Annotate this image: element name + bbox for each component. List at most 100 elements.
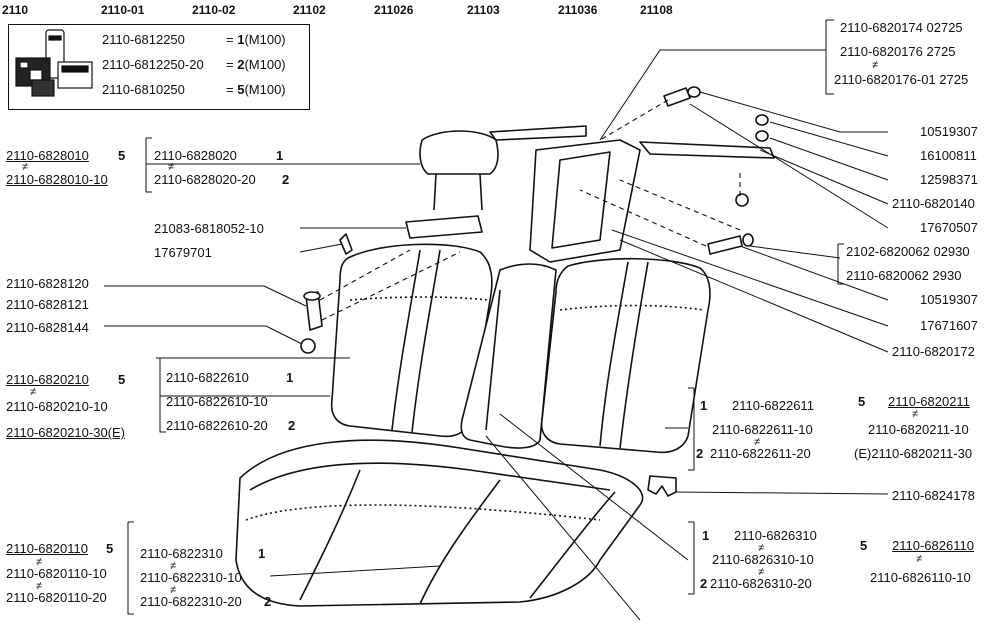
unit: (M100) [244,82,286,97]
seat-cushion [235,439,644,607]
part-label: 2110-6822310-20 [140,594,242,609]
model-label: 21103 [467,3,500,17]
not-equal-mark: ≠ [36,556,43,568]
part-label: 2110-6828010 [6,148,89,163]
part-label: 2110-6828144 [6,320,89,335]
not-equal-mark: ≠ [22,161,29,173]
quantity: 2 [237,57,245,72]
part-label: 2110-6820210 [6,372,89,387]
part-label: 2110-6820176 2725 [840,44,956,59]
quantity: 1 [258,546,266,561]
model-label: 2110 [2,3,29,17]
quantity: 2 [282,172,290,187]
model-label: 211026 [374,3,414,17]
quantity: 5 [858,394,866,409]
part-label: 2110-6828010-10 [6,172,108,187]
unit: (M100) [244,32,286,47]
backrest-right [540,257,711,454]
part-label: 2110-6822610 [166,370,249,385]
model-label: 211036 [558,3,598,17]
part-label: 12598371 [920,172,978,187]
part-label: 17679701 [154,245,212,260]
part-label: 2110-6820110-20 [6,590,107,605]
latch-part [647,475,677,497]
not-equal-mark: ≠ [912,408,919,420]
part-label: 21083-6818052-10 [154,221,264,236]
part-label: 2110-6826110 [892,538,974,553]
part-number: 2110-6812250-20 [102,57,204,72]
quantity: 2 [288,418,296,433]
part-label: 2110-6820110-10 [6,566,107,581]
backrest-middle [460,263,557,449]
quantity: 5 [118,148,126,163]
part-label: 2110-6820210-30(E) [6,425,126,440]
not-equal-mark: ≠ [754,436,761,448]
kit-row: 2110-6810250 [102,82,185,97]
not-equal-mark: ≠ [170,584,177,596]
part-label: 2110-6822611-10 [712,422,813,437]
quantity: 5 [106,541,114,556]
part-label: 2110-6820176-01 2725 [834,72,969,87]
part-label: 2110-6826310-20 [710,576,812,591]
quantity: 5 [237,82,245,97]
model-label: 21102 [293,3,326,17]
model-label: 2110-01 [101,3,145,17]
part-label: 2110-6820140 [892,196,975,211]
quantity: 1 [286,370,294,385]
backrest-left [330,243,493,438]
equals-sign: = [226,82,234,97]
part-label: 2110-6822610-10 [166,394,268,409]
not-equal-mark: ≠ [916,553,923,565]
kit-box [8,24,310,110]
kit-row-eq: = 1(M100) [226,32,286,47]
part-label: 2110-6824178 [892,488,975,503]
part-label: 2110-6820211-10 [868,422,969,437]
quantity: 5 [118,372,126,387]
part-label: 2110-6820062 2930 [846,268,962,283]
guide-sleeve [300,291,323,354]
kit-row: 2110-6812250 [102,32,185,47]
part-label: 2110-6828120 [6,276,89,291]
part-label: 2110-6822310 [140,546,223,561]
kit-row: 2110-6812250-20 [102,57,204,72]
quantity: 5 [860,538,868,553]
model-label: 2110-02 [192,3,236,17]
part-label: 2110-6822611-20 [710,446,811,461]
part-label: 17671607 [920,318,978,333]
part-label: 2110-6820210-10 [6,399,108,414]
part-label: 2110-6822310-10 [140,570,242,585]
kit-row-eq: = 5(M100) [226,82,286,97]
part-label: 2110-6820211 [888,394,970,409]
part-label: 10519307 [920,292,978,307]
part-number: 2110-6812250 [102,32,185,47]
not-equal-mark: ≠ [758,566,765,578]
part-label: 2110-6820110 [6,541,88,556]
part-label: 2110-6820172 [892,344,975,359]
part-number: 2110-6810250 [102,82,185,97]
quantity: 1 [276,148,284,163]
part-label: 2110-6820174 02725 [840,20,963,35]
part-label: 2102-6820062 02930 [846,244,970,259]
part-label: 10519307 [920,124,978,139]
part-label: 2110-6828121 [6,297,89,312]
backrest-frame [489,125,775,263]
not-equal-mark: ≠ [872,59,879,71]
quantity: 1 [700,398,708,413]
part-label: 2110-6822610-20 [166,418,268,433]
part-label: 2110-6828020-20 [154,172,256,187]
part-label: 2110-6826310-10 [712,552,814,567]
part-label: 2110-6826310 [734,528,817,543]
equals-sign: = [226,57,234,72]
quantity: 2 [264,594,272,609]
headrest [405,130,499,239]
not-equal-mark: ≠ [170,560,177,572]
part-label: 2110-6822611 [732,398,814,413]
assembly-lines [319,99,741,321]
quantity: 1 [702,528,710,543]
unit: (M100) [244,57,286,72]
part-label: 17670507 [920,220,978,235]
bolts [663,86,769,255]
part-label: 2110-6826110-10 [870,570,971,585]
model-label: 21108 [640,3,673,17]
